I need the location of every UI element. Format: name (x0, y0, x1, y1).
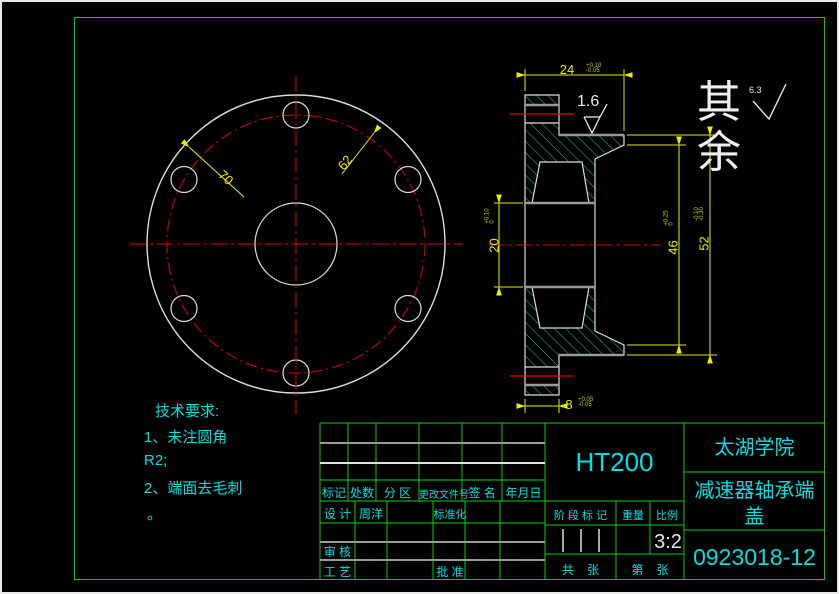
dim-width-tolerance: +0.10-0.05 (586, 63, 602, 74)
scale-value: 3:2 (654, 531, 682, 553)
drawing-border-frame (74, 17, 825, 580)
part-name-line1: 减速器轴承端 (694, 480, 815, 502)
dim-spigot-tolerance: -0.10-0.30 (693, 207, 705, 221)
roughness-symbol-face (583, 103, 608, 135)
tech-req-title: 技术要求: (155, 403, 220, 420)
material-value: HT200 (575, 447, 654, 477)
part-name-line2: 盖 (744, 506, 765, 528)
stage-mark-label: 阶 段 标 记 (553, 510, 608, 522)
tech-req-line3: 2、端面去毛刺 (144, 480, 243, 497)
organization-name: 太湖学院 (714, 437, 795, 459)
drawing-number: 0923018-12 (693, 544, 816, 570)
surface-note-char1: 其 (697, 78, 741, 127)
surface-note-char2: 余 (697, 128, 741, 177)
tech-req-line2: R2; (144, 452, 168, 469)
weight-label: 重量 (622, 510, 644, 522)
title-block-grid (319, 422, 825, 580)
revision-header-date: 年月日 (505, 486, 542, 500)
roughness-symbol-default (752, 83, 787, 121)
revision-header-zone: 分 区 (383, 486, 412, 500)
scale-label: 比例 (656, 510, 678, 522)
approve-label: 批 准 (436, 565, 464, 579)
dim-leader-70 (180, 139, 245, 198)
sheets-total: 共 张 (561, 563, 600, 577)
dim-flange-thickness: 8 (565, 397, 573, 412)
dim-boss-dia: 46 (665, 240, 681, 255)
designer-name: 周洋 (358, 507, 383, 521)
revision-header-file-no: 更改文件号 (419, 490, 469, 501)
dim-flange-tolerance: +0.05-0.05 (578, 397, 594, 408)
standardization-label: 标准化 (433, 509, 467, 521)
sheet-number: 第 张 (631, 563, 669, 577)
tech-req-line1: 1、未注圆角 (144, 429, 228, 446)
stage-mark-ticks (562, 529, 600, 552)
dim-width: 24 (559, 62, 575, 77)
dim-bore-dia: 20 (486, 238, 502, 253)
section-dimensions (494, 69, 717, 413)
roughness-default-value: 6.3 (749, 85, 762, 95)
section-view (489, 69, 717, 413)
dim-spigot-dia: 52 (696, 236, 712, 251)
process-label: 工 艺 (323, 565, 352, 579)
revision-header-count: 处数 (349, 486, 374, 500)
revision-header-signature: 签 名 (468, 486, 496, 500)
roughness-face-value: 1.6 (577, 93, 600, 110)
design-label: 设 计 (323, 507, 352, 521)
front-view (130, 76, 463, 414)
dim-leader-62 (341, 124, 382, 175)
tech-req-line4: 。 (147, 506, 163, 523)
revision-header-mark: 标记 (321, 486, 346, 500)
check-label: 审 核 (323, 545, 352, 559)
thick-edges (525, 103, 624, 387)
